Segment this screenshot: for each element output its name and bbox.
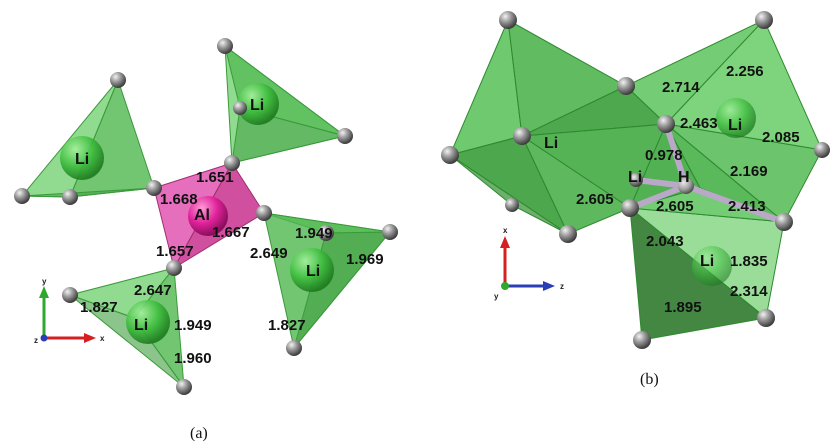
bond-length-label: 2.463 — [680, 115, 718, 132]
li-atom — [716, 98, 756, 138]
atom-label-li: Li — [728, 117, 742, 134]
li-tetrahedron-lower — [628, 187, 785, 341]
atom-label-li: Li — [75, 151, 89, 168]
bond-length-label: 1.651 — [196, 169, 234, 186]
panel-a: Li Li Al Li Li 1.651 1.668 1.667 1.657 1… — [14, 38, 398, 441]
vertex-atom — [337, 128, 353, 144]
al-atom — [188, 196, 228, 236]
vertex-atom — [318, 225, 334, 241]
bond-length-label: 1.895 — [664, 299, 702, 316]
axis-label-x: x — [503, 226, 508, 235]
vertex-atom — [513, 127, 531, 145]
bond-length-label: 1.960 — [174, 350, 212, 367]
panel-b: Li Li Li H Li 2.714 2.256 2.463 2.085 0.… — [441, 11, 830, 388]
bond-length-label: 2.413 — [728, 198, 766, 215]
li-octahedron-upper-right — [625, 19, 823, 223]
bond-length-label: 2.647 — [134, 282, 172, 299]
bond-length-label: 2.605 — [656, 198, 694, 215]
bond-length-label: 2.605 — [576, 191, 614, 208]
li-tetrahedron-top-left — [14, 72, 155, 205]
vertex-atom — [176, 379, 192, 395]
vertex-atom — [146, 180, 162, 196]
vertex-atom — [499, 11, 517, 29]
vertex-atom — [382, 224, 398, 240]
caption-a: (a) — [190, 425, 208, 441]
atom-label-li: Li — [628, 169, 642, 186]
bond-length-label: 2.085 — [762, 129, 800, 146]
li-atom — [237, 83, 279, 125]
vertex-atom — [629, 173, 643, 187]
li-atom — [126, 300, 170, 344]
bond-length-label: 2.714 — [662, 79, 700, 96]
axis-label-z: z — [34, 336, 38, 345]
axis-label-y: y — [494, 292, 499, 301]
li-atom — [290, 248, 334, 292]
al-tetrahedron — [146, 155, 272, 276]
li-atom — [60, 136, 104, 180]
axes-indicator-b: x z y — [494, 226, 564, 301]
axis-label-y: y — [42, 277, 47, 286]
li-octahedron-left — [448, 18, 668, 236]
bond-length-label: 2.256 — [726, 63, 764, 80]
atom-label-li: Li — [700, 253, 714, 270]
vertex-atom — [505, 198, 519, 212]
li-tetrahedron-right — [263, 212, 398, 356]
bond-length-label: 1.657 — [156, 243, 194, 260]
vertex-atom — [217, 38, 233, 54]
bond-length-label: 1.969 — [346, 251, 384, 268]
vertex-atoms-b — [441, 11, 830, 349]
vertex-atom — [621, 199, 639, 217]
vertex-atom — [757, 309, 775, 327]
vertex-atom — [224, 155, 240, 171]
atom-label-li: Li — [250, 97, 264, 114]
atom-label-h: H — [678, 169, 690, 186]
vertex-atom — [62, 189, 78, 205]
bond-length-label: 2.169 — [730, 163, 768, 180]
bond-length-label: 2.649 — [250, 245, 288, 262]
vertex-atom — [62, 287, 78, 303]
vertex-atom — [166, 260, 182, 276]
vertex-atom — [633, 331, 651, 349]
axis-label-z: z — [560, 282, 564, 291]
vertex-atom — [233, 101, 247, 115]
axis-label-x: x — [100, 334, 105, 343]
vertex-atom — [617, 77, 635, 95]
vertex-atom — [441, 146, 459, 164]
h-bonds — [627, 121, 787, 225]
vertex-atom — [14, 188, 30, 204]
bond-length-label: 1.835 — [730, 253, 768, 270]
vertex-atom — [256, 205, 272, 221]
bond-length-label: 0.978 — [645, 147, 683, 164]
vertex-atom — [814, 142, 830, 158]
caption-b: (b) — [640, 371, 659, 388]
axes-indicator-a: y x z — [34, 277, 105, 345]
atom-label-al: Al — [194, 207, 210, 224]
vertex-atom — [286, 340, 302, 356]
atom-label-li: Li — [544, 135, 558, 152]
vertex-atom — [110, 72, 126, 88]
vertex-atom — [755, 11, 773, 29]
atom-label-li: Li — [134, 317, 148, 334]
li-tetrahedron-top-right — [217, 38, 353, 164]
atom-label-li: Li — [306, 263, 320, 280]
bond-length-label: 1.827 — [80, 299, 118, 316]
vertex-atom — [775, 213, 793, 231]
bond-length-label: 2.314 — [730, 283, 768, 300]
vertex-atom — [559, 225, 577, 243]
bond-length-label: 1.827 — [268, 317, 306, 334]
vertex-atom — [657, 115, 675, 133]
li-atom — [692, 246, 732, 286]
bond-length-label: 2.043 — [646, 233, 684, 250]
h-atom — [678, 178, 694, 194]
li-tetrahedron-bottom — [62, 266, 192, 395]
bond-length-label: 1.668 — [160, 191, 198, 208]
bond-length-label: 1.667 — [212, 224, 250, 241]
bond-length-label: 1.949 — [295, 225, 333, 242]
bond-length-label: 1.949 — [174, 317, 212, 334]
